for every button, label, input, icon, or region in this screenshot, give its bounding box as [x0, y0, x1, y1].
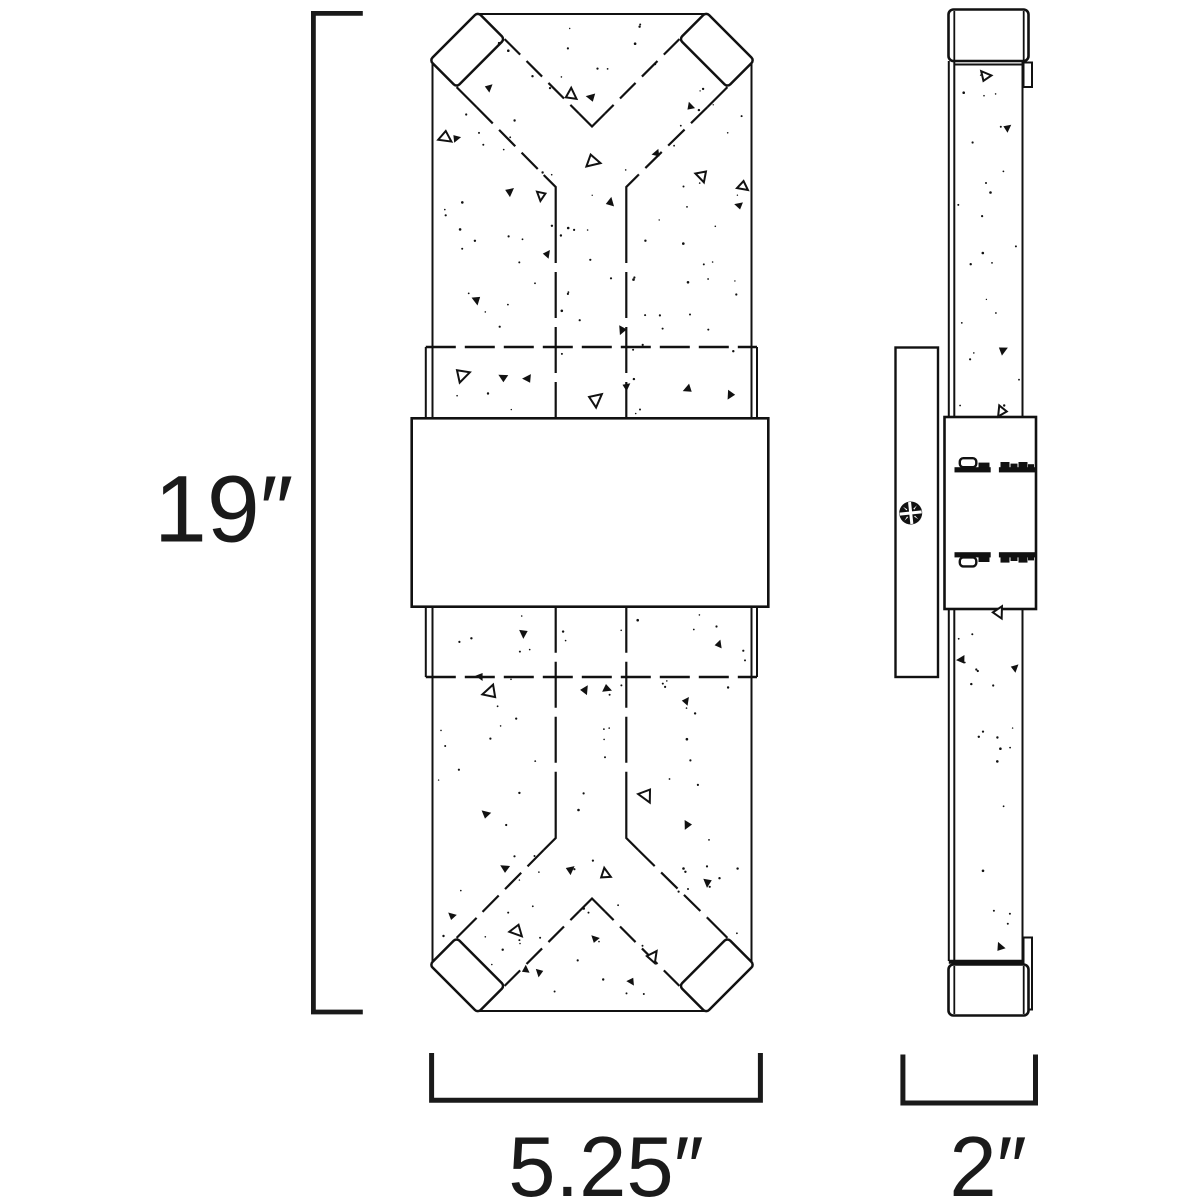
svg-text:2″: 2″: [949, 1120, 1026, 1200]
svg-text:5.25″: 5.25″: [508, 1120, 704, 1200]
svg-text:19″: 19″: [154, 457, 293, 563]
